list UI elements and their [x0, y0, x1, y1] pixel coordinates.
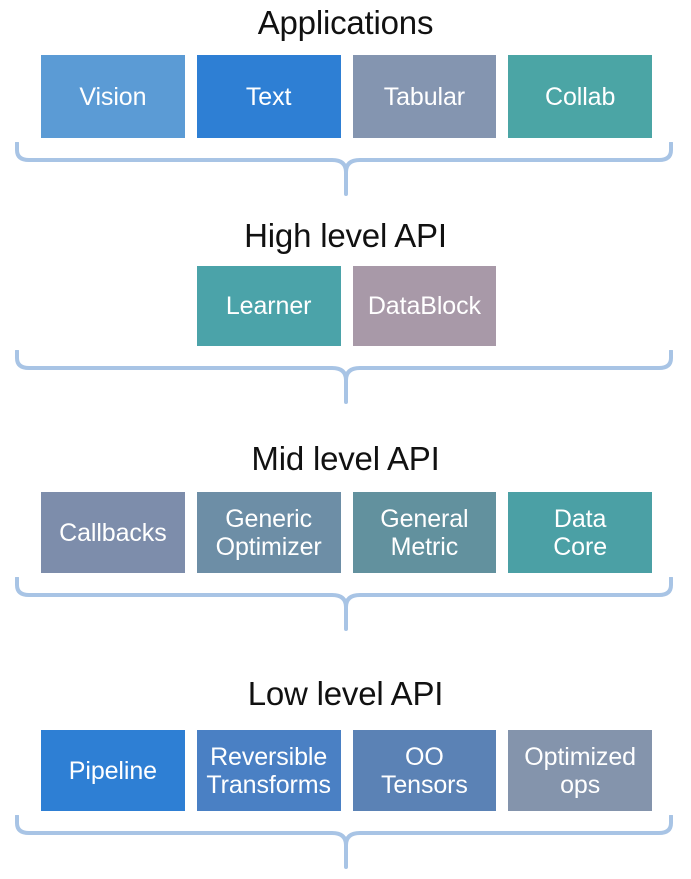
box-gap — [185, 492, 197, 573]
box-label-line: DataBlock — [367, 292, 481, 320]
box-gap — [496, 55, 508, 138]
brace-icon — [15, 142, 673, 196]
tier-title-mid-level-api: Mid level API — [251, 440, 440, 477]
tier-title-low-level-api: Low level API — [247, 675, 444, 712]
box-label: Pipeline — [69, 757, 157, 785]
box-label: Collab — [545, 83, 615, 111]
box-label-line: Core — [553, 532, 608, 561]
box-label-line: Optimizer — [215, 532, 322, 561]
box-label-line: ops — [560, 770, 601, 799]
box-callbacks[interactable]: Callbacks — [41, 492, 185, 573]
brace-icon — [15, 815, 673, 869]
box-gap — [341, 266, 353, 346]
tier-title-applications: Applications — [257, 4, 434, 41]
tier-brace-applications — [0, 142, 691, 200]
box-tabular[interactable]: Tabular — [352, 55, 497, 138]
box-gap — [185, 730, 197, 811]
box-datablock[interactable]: DataBlock — [352, 266, 497, 346]
box-label: DataBlock — [368, 292, 481, 320]
box-collab[interactable]: Collab — [508, 55, 652, 138]
box-gap — [496, 730, 508, 811]
box-gap — [341, 730, 353, 811]
tier-brace-high-level-api — [0, 350, 691, 408]
tier-brace-low-level-api — [0, 815, 691, 873]
box-label-line: Text — [245, 82, 292, 111]
box-label: Learner — [225, 292, 312, 320]
box-label-line: Callbacks — [59, 518, 167, 547]
box-label-line: Reversible — [210, 742, 328, 771]
box-label-line: Tensors — [380, 770, 468, 799]
box-label-line: Metric — [390, 532, 459, 561]
box-label-line: OO — [405, 742, 444, 771]
box-label-line: Learner — [225, 292, 312, 320]
box-label: Text — [245, 82, 292, 111]
box-label-line: Vision — [79, 82, 147, 111]
box-label-line: Generic — [225, 504, 313, 533]
brace-icon — [15, 350, 673, 404]
box-label-line: Collab — [544, 82, 616, 111]
tier-brace-mid-level-api — [0, 577, 691, 635]
box-label: Vision — [79, 83, 146, 111]
box-label-line: Optimized — [524, 742, 636, 771]
box-label: Tabular — [384, 83, 465, 111]
box-label-line: General — [380, 504, 469, 533]
box-gap — [341, 492, 353, 573]
box-label: Callbacks — [59, 518, 167, 547]
box-row-applications: Vision Text Tabular Collab — [41, 55, 652, 138]
box-vision[interactable]: Vision — [41, 55, 185, 138]
box-label-line: Transforms — [206, 770, 331, 799]
box-gap — [185, 55, 197, 138]
box-gap — [496, 492, 508, 573]
box-label-line: Tabular — [383, 82, 466, 111]
box-label-line: Pipeline — [68, 756, 157, 785]
tier-title-high-level-api: High level API — [244, 217, 447, 254]
box-learner[interactable]: Learner — [196, 266, 341, 346]
box-pipeline[interactable]: Pipeline — [41, 730, 185, 811]
box-text[interactable]: Text — [196, 55, 341, 138]
box-label-line: Data — [553, 504, 607, 533]
brace-icon — [15, 577, 673, 631]
box-row-high-level-api: Learner DataBlock — [196, 266, 497, 346]
box-gap — [341, 55, 353, 138]
